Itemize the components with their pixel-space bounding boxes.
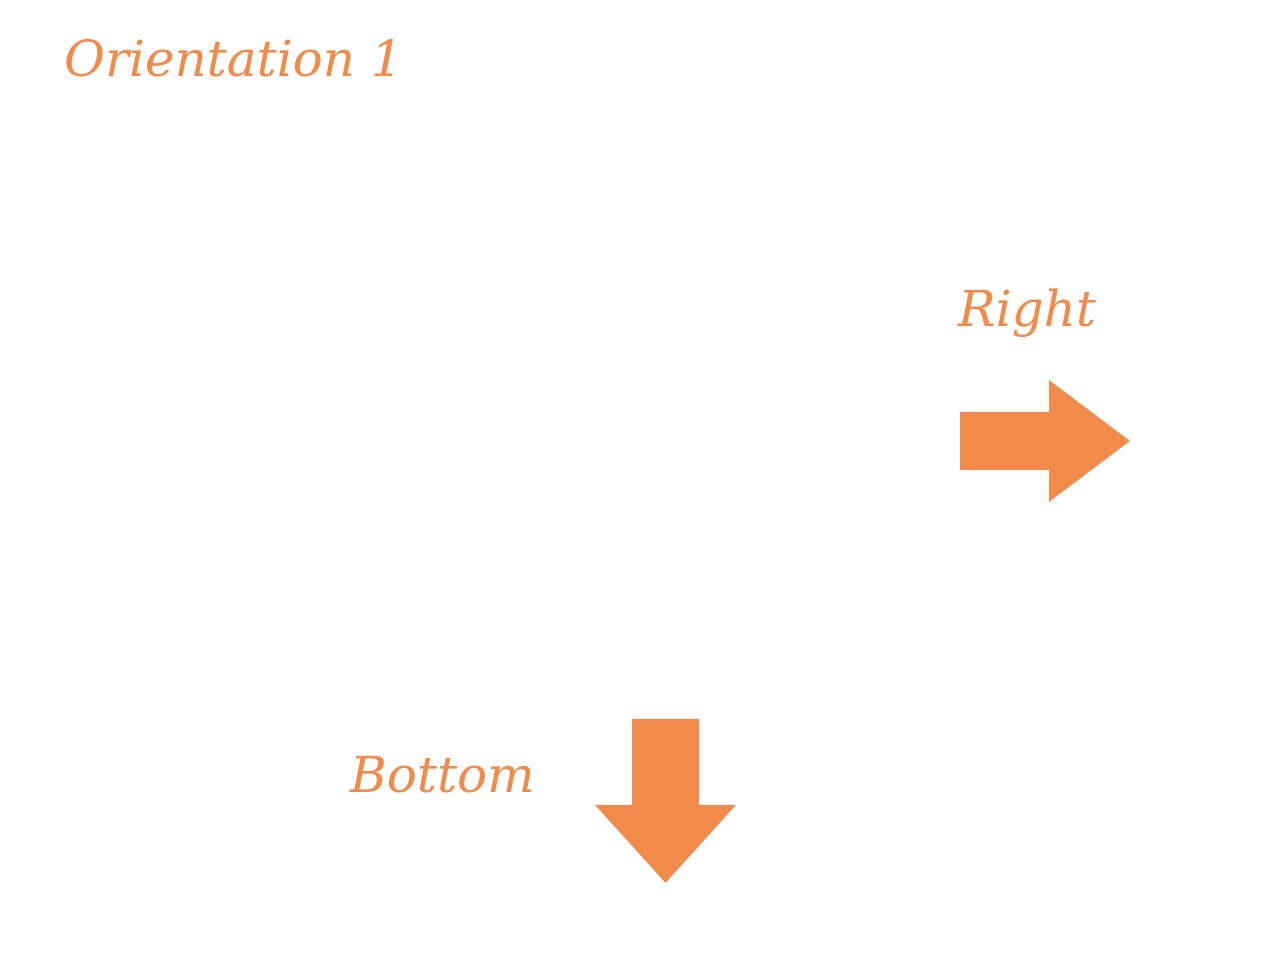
arrow-right-shape bbox=[960, 380, 1130, 502]
bottom-label: Bottom bbox=[350, 746, 535, 804]
page-title: Orientation 1 bbox=[64, 30, 403, 88]
right-label: Right bbox=[958, 280, 1096, 338]
arrow-down-shape bbox=[595, 719, 736, 883]
arrow-right-icon bbox=[960, 380, 1130, 502]
arrow-down-icon bbox=[595, 719, 736, 883]
